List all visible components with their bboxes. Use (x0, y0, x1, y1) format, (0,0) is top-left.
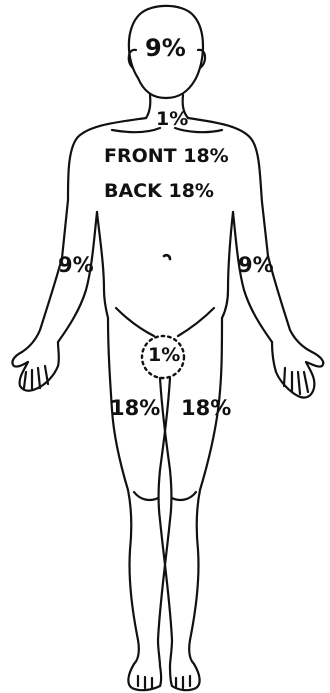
right-leg-outer (189, 318, 222, 664)
navel-mark (164, 255, 170, 259)
right-arm-percentage-label: 9% (238, 255, 274, 276)
right-leg-percentage-label: 18% (181, 398, 231, 419)
left-foot-outline (128, 664, 161, 690)
trunk-front-label: FRONT 18% (104, 147, 229, 166)
right-foot-outline (170, 664, 200, 690)
left-hand-outline (12, 342, 58, 391)
right-knee-mark (172, 492, 196, 500)
neck-percentage-label: 1% (156, 110, 188, 129)
left-waist-outline (97, 212, 108, 318)
trunk-back-label: BACK 18% (104, 182, 214, 201)
left-arm-outer (22, 258, 62, 352)
left-arm-percentage-label: 9% (58, 255, 94, 276)
right-arm-outer (268, 256, 312, 352)
right-waist-outline (222, 212, 233, 318)
groin-line (116, 308, 214, 336)
left-knee-mark (134, 492, 158, 500)
left-leg-percentage-label: 18% (110, 398, 160, 419)
head-percentage-label: 9% (145, 36, 186, 60)
perineum-percentage-label: 1% (148, 346, 180, 365)
right-hand-outline (272, 342, 323, 398)
